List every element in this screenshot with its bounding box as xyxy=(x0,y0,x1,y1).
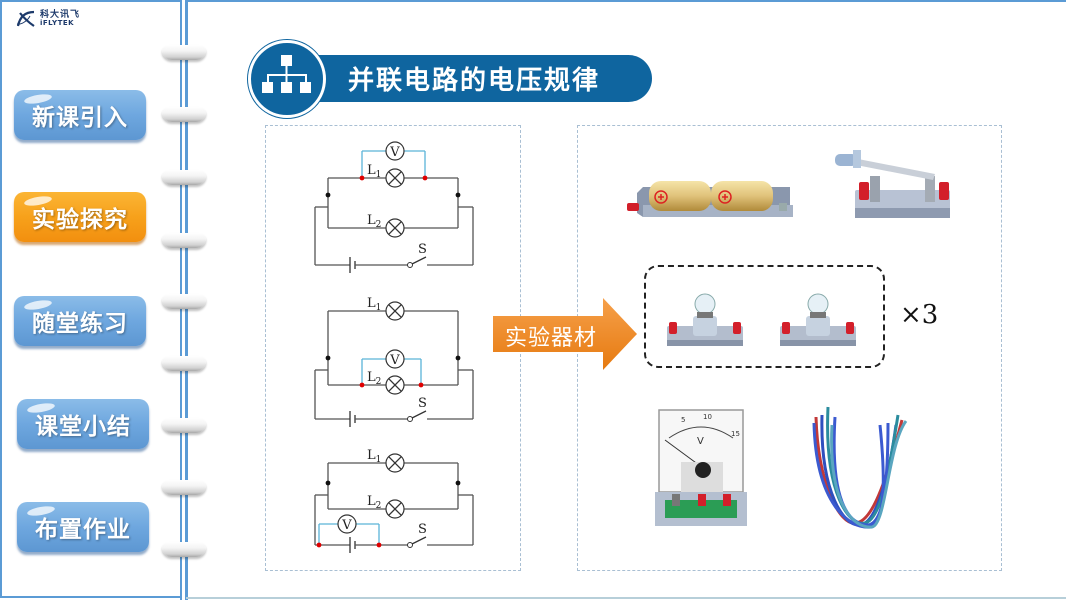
scale-label: 5 xyxy=(681,416,685,424)
binder-ring xyxy=(162,542,206,557)
logo-cn-text: 科大讯飞 xyxy=(40,10,81,20)
junction-dot xyxy=(455,480,461,486)
iflytek-logo-icon xyxy=(16,10,35,27)
junction-dot xyxy=(359,382,365,388)
binder-ring xyxy=(162,356,206,371)
title-banner xyxy=(290,55,652,102)
iflytek-logo: 科大讯飞 iFLYTEK xyxy=(16,10,80,28)
binder-ring xyxy=(162,294,206,309)
component-label: L1 xyxy=(367,448,381,465)
bulb-group-frame xyxy=(644,265,885,368)
sidebar-item-label: 实验探究 xyxy=(32,207,128,233)
binder-ring xyxy=(162,418,206,433)
junction-dot xyxy=(455,192,461,198)
sidebar-item-label: 布置作业 xyxy=(35,517,131,543)
junction-dot xyxy=(359,175,365,181)
binder-ring xyxy=(162,480,206,495)
lamp-cross xyxy=(388,378,402,392)
voltmeter-symbol xyxy=(337,514,357,534)
lamp-cross xyxy=(388,171,402,185)
bottom-divider xyxy=(186,597,1066,599)
bulb-holder-image xyxy=(780,293,856,346)
page-title: 并联电路的电压规律 xyxy=(348,66,601,96)
binder-ring xyxy=(162,170,206,185)
scale-label: 10 xyxy=(703,413,712,421)
sidebar-item-homework[interactable]: 布置作业 xyxy=(17,502,149,552)
junction-dot xyxy=(325,480,331,486)
junction-dot xyxy=(376,542,382,548)
junction-dot xyxy=(455,355,461,361)
sidebar-item-practice[interactable]: 随堂练习 xyxy=(14,296,146,346)
junction-dot xyxy=(325,355,331,361)
equipment-arrow-label: 实验器材 xyxy=(505,326,598,351)
voltmeter-label: V xyxy=(389,145,400,160)
voltmeter-symbol xyxy=(385,349,405,369)
lamp-cross xyxy=(388,502,402,516)
connecting-wires-image xyxy=(812,406,908,529)
switch-label: S xyxy=(418,522,427,537)
lamp-cross xyxy=(388,304,402,318)
switch-label: S xyxy=(418,242,427,257)
bulb-holder-image xyxy=(667,293,743,346)
junction-dot xyxy=(316,542,322,548)
bulb-quantity: ×3 xyxy=(900,300,939,330)
switch-blade xyxy=(411,256,427,265)
component-label: L1 xyxy=(367,163,381,180)
binder-ring xyxy=(162,107,206,122)
voltmeter-label: V xyxy=(389,353,400,368)
binder-ring xyxy=(162,45,206,60)
sidebar-item-label: 新课引入 xyxy=(32,105,128,131)
component-label: L2 xyxy=(367,213,381,230)
switch-blade xyxy=(411,410,427,419)
sidebar-item-summary[interactable]: 课堂小结 xyxy=(17,399,149,449)
switch-blade xyxy=(411,536,427,545)
lamp-cross xyxy=(388,456,402,470)
component-label: L1 xyxy=(367,296,381,313)
left-page-frame xyxy=(0,0,182,598)
binder-ring xyxy=(162,233,206,248)
lamp-cross xyxy=(388,221,402,235)
switch-pivot xyxy=(407,262,413,268)
sidebar-item-experiment[interactable]: 实验探究 xyxy=(14,192,146,242)
arrow-shape xyxy=(493,298,637,370)
logo-en-text: iFLYTEK xyxy=(40,19,75,27)
sidebar-item-new-lesson[interactable]: 新课引入 xyxy=(14,90,146,140)
switch-pivot xyxy=(407,542,413,548)
switch-label: S xyxy=(418,396,427,411)
junction-dot xyxy=(418,382,424,388)
junction-dot xyxy=(422,175,428,181)
component-label: L2 xyxy=(367,370,381,387)
switch-pivot xyxy=(407,416,413,422)
scale-label: 15 xyxy=(731,430,740,438)
title-icon-badge xyxy=(248,40,326,118)
sidebar-item-label: 随堂练习 xyxy=(32,311,128,337)
battery-holder-image xyxy=(627,181,793,217)
knife-switch-image xyxy=(835,150,950,218)
voltmeter-symbol xyxy=(385,141,405,161)
sidebar-item-label: 课堂小结 xyxy=(35,414,131,440)
hierarchy-icon xyxy=(262,55,311,93)
voltmeter-image: 5 10 15 V xyxy=(655,409,747,526)
component-label: L2 xyxy=(367,494,381,511)
voltmeter-label: V xyxy=(341,518,352,533)
voltmeter-unit: V xyxy=(697,436,704,447)
junction-dot xyxy=(325,192,331,198)
